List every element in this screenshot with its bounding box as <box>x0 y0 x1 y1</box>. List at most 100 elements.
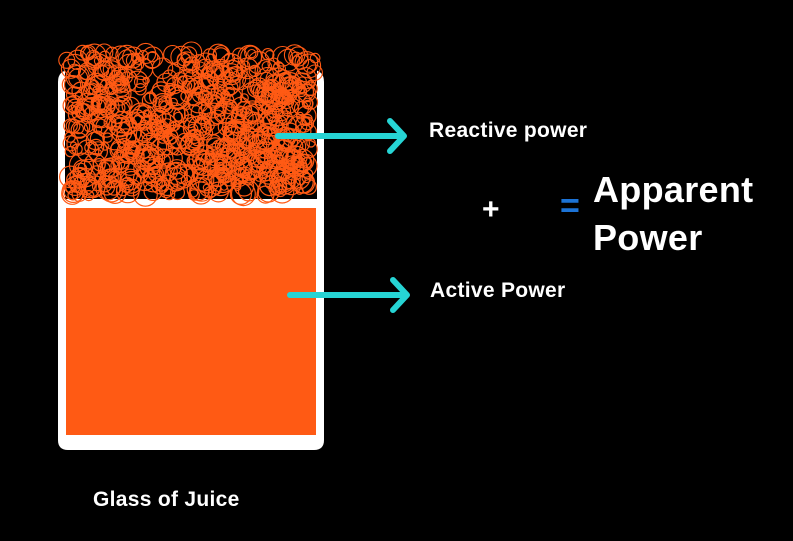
foam-bubble <box>190 133 203 147</box>
foam-bubble <box>74 44 91 61</box>
foam-bubble <box>142 169 156 183</box>
foam-bubble <box>257 103 278 125</box>
foam-bubble <box>222 124 239 142</box>
foam-bubble <box>288 46 309 67</box>
foam-bubble <box>97 157 120 180</box>
foam-bubble <box>153 127 166 140</box>
foam-bubble <box>172 72 188 88</box>
foam-bubble <box>295 115 313 133</box>
foam-bubble <box>222 66 247 91</box>
foam-bubble <box>62 135 79 152</box>
foam-bubble <box>223 164 234 175</box>
right-arrow-icon <box>275 118 407 154</box>
foam-bubble <box>70 101 83 113</box>
foam-bubble <box>272 45 293 67</box>
foam-bubble <box>180 41 203 64</box>
foam-bubble <box>209 94 222 107</box>
foam-bubble <box>198 104 212 118</box>
foam-bubble <box>187 158 195 166</box>
foam-bubble <box>70 182 81 193</box>
foam-bubble <box>121 176 134 188</box>
foam-bubble <box>205 146 222 163</box>
apparent-power-line1: Apparent <box>593 169 754 210</box>
foam-bubble <box>146 134 172 160</box>
foam-bubble <box>167 135 177 145</box>
foam-bubble <box>229 69 251 91</box>
foam-bubble <box>108 69 125 86</box>
foam-bubble <box>123 178 141 197</box>
foam-bubble <box>84 141 96 154</box>
foam-bubble <box>168 121 179 132</box>
foam-bubble <box>301 172 312 184</box>
foam-bubble <box>266 148 276 158</box>
foam-bubble <box>246 152 258 164</box>
foam-bubble <box>99 179 124 203</box>
foam-bubble <box>76 139 100 163</box>
foam-bubble <box>197 112 211 126</box>
foam-bubble <box>155 179 168 192</box>
foam-bubble <box>189 181 213 205</box>
foam-bubble <box>264 105 272 113</box>
foam-bubble <box>290 170 314 194</box>
foam-bubble <box>106 180 122 196</box>
foam-bubble <box>231 108 247 124</box>
foam-bubble <box>306 64 323 81</box>
foam-bubble <box>133 148 155 170</box>
foam-bubble <box>189 176 215 202</box>
foam-bubble <box>221 87 243 108</box>
foam-bubble <box>98 174 112 188</box>
foam-bubble <box>280 168 301 190</box>
foam-bubble <box>187 91 210 114</box>
foam-bubble <box>82 43 107 69</box>
foam-bubble <box>202 60 225 82</box>
foam-bubble <box>218 53 244 79</box>
foam-bubble <box>141 146 159 165</box>
active-power-label: Active Power <box>430 279 566 302</box>
foam-bubble <box>195 169 220 194</box>
foam-bubble <box>111 66 131 86</box>
foam-bubble <box>211 152 220 161</box>
foam-bubble <box>237 44 263 70</box>
foam-bubble <box>62 96 81 115</box>
foam-bubble <box>129 102 153 126</box>
foam-bubble <box>143 166 164 187</box>
foam-bubble <box>241 171 256 186</box>
foam-bubble <box>301 157 313 169</box>
apparent-power-line2: Power <box>593 217 703 258</box>
foam-bubble <box>266 104 289 127</box>
foam-bubble <box>269 177 288 195</box>
foam-bubble <box>179 166 188 174</box>
foam-bubble <box>63 180 83 201</box>
foam-bubble <box>225 112 246 134</box>
foam-bubble <box>279 148 300 170</box>
foam-bubble <box>152 92 173 113</box>
foam-bubble <box>270 179 295 204</box>
foam-bubble <box>135 166 149 179</box>
foam-bubble <box>236 57 259 80</box>
foam-bubble <box>261 127 286 152</box>
foam-bubble <box>85 87 94 96</box>
foam-bubble <box>143 110 152 118</box>
foam-bubble <box>186 177 210 201</box>
foam-bubble <box>250 84 261 94</box>
foam-bubble <box>240 105 260 125</box>
foam-bubble <box>201 66 214 78</box>
foam-bubble <box>302 59 317 73</box>
foam-bubble <box>125 111 143 129</box>
foam-bubble <box>63 75 84 95</box>
foam-bubble <box>297 83 317 103</box>
foam-bubble <box>258 167 273 182</box>
foam-bubble <box>241 81 264 104</box>
equals-sign: = <box>560 187 580 225</box>
foam-bubble <box>182 114 197 129</box>
foam-bubble <box>190 101 213 125</box>
foam-bubble <box>301 179 318 195</box>
foam-bubble <box>87 141 108 162</box>
foam-bubble <box>235 66 248 79</box>
plus-sign: + <box>482 193 500 226</box>
foam-bubble <box>158 153 171 167</box>
foam-bubble <box>133 59 145 71</box>
foam-bubble <box>242 75 255 88</box>
foam-bubble <box>133 75 147 89</box>
